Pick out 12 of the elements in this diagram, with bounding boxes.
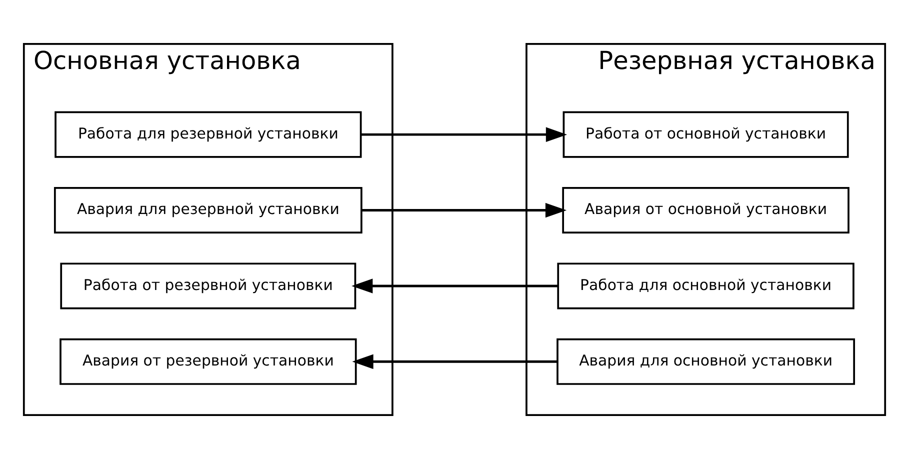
node-box: Работа от резервной установки [60,262,356,310]
arrow [360,127,567,142]
node-box: Авария от резервной установки [59,338,356,385]
arrow [361,202,566,218]
arrow [351,278,558,294]
node-box: Работа для основной установки [556,262,854,310]
node-box: Работа для резервной установки [54,111,362,158]
arrow [352,354,557,370]
node-box: Авария для резервной установки [53,187,362,234]
node-box: Авария для основной установки [556,338,855,385]
node-box: Авария от основной установки [562,187,849,234]
node-box: Работа от основной установки [562,111,848,158]
